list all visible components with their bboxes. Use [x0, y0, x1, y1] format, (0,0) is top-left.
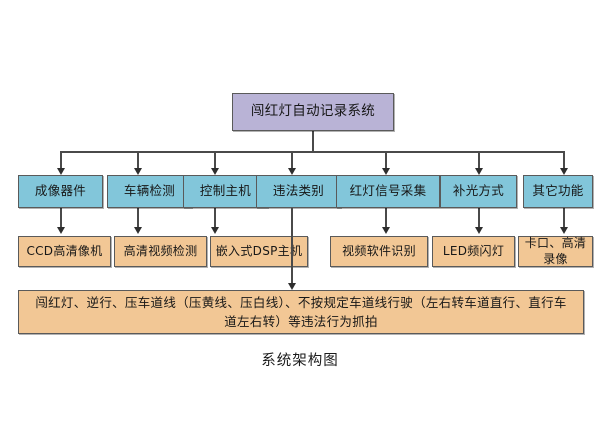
bus-drop-4: [291, 151, 293, 169]
component-box-embedded-dsp-host[interactable]: 嵌入式DSP主机: [210, 236, 308, 267]
violation-category-detail-arrow: [287, 283, 296, 290]
root-node-label: 闯红灯自动记录系统: [250, 103, 376, 120]
module-label-red-light-signal-acquisition: 红灯信号采集: [349, 183, 427, 199]
component-box-video-software-recognition[interactable]: 视频软件识别: [330, 236, 428, 267]
module-box-violation-category[interactable]: 违法类别: [256, 175, 341, 208]
module-label-control-host: 控制主机: [199, 183, 252, 199]
module-to-component-connector-5: [385, 208, 387, 228]
detail-label-violation-capture-list: 闯红灯、逆行、压车道线（压黄线、压白线）、不按规定车道线行驶（左右转车道直行、直…: [35, 294, 567, 329]
module-to-component-connector-7: [563, 208, 565, 228]
bus-arrow-2: [133, 168, 142, 175]
bus-arrow-7: [559, 168, 568, 175]
module-to-component-connector-6: [478, 208, 480, 228]
module-box-other-functions[interactable]: 其它功能: [523, 175, 593, 208]
distribution-bus-connector: [61, 151, 565, 153]
component-label-led-strobe-light: LED频闪灯: [442, 243, 505, 258]
component-label-ccd-hd-camera: CCD高清像机: [26, 243, 103, 258]
bus-drop-7: [563, 151, 565, 169]
detail-box-violation-capture-list[interactable]: 闯红灯、逆行、压车道线（压黄线、压白线）、不按规定车道线行驶（左右转车道直行、直…: [18, 290, 584, 334]
component-arrow-1: [56, 227, 65, 234]
component-box-led-strobe-light[interactable]: LED频闪灯: [432, 236, 515, 267]
module-to-component-connector-2: [137, 208, 139, 228]
bus-arrow-5: [381, 168, 390, 175]
component-label-hd-video-detection: 高清视频检测: [123, 243, 198, 258]
figure-caption: 系统架构图: [261, 353, 339, 369]
bus-drop-1: [60, 151, 62, 169]
module-label-other-functions: 其它功能: [532, 183, 584, 199]
root-node-traffic-light-system[interactable]: 闯红灯自动记录系统: [232, 93, 394, 131]
component-label-checkpoint-hd-recording: 卡口、高清录像: [524, 235, 587, 266]
module-to-component-connector-1: [60, 208, 62, 228]
module-label-fill-light-method: 补光方式: [452, 183, 505, 199]
bus-drop-2: [137, 151, 139, 169]
module-label-vehicle-detection: 车辆检测: [123, 183, 176, 199]
component-label-video-software-recognition: 视频软件识别: [342, 243, 416, 258]
module-box-red-light-signal-acquisition[interactable]: 红灯信号采集: [336, 175, 440, 208]
bus-arrow-1: [56, 168, 65, 175]
module-box-vehicle-detection[interactable]: 车辆检测: [107, 175, 192, 208]
component-arrow-6: [474, 227, 483, 234]
component-arrow-5: [381, 227, 390, 234]
module-label-imaging-device: 成像器件: [34, 183, 87, 199]
module-label-violation-category: 违法类别: [272, 183, 325, 199]
bus-arrow-3: [210, 168, 219, 175]
component-box-ccd-hd-camera[interactable]: CCD高清像机: [18, 236, 111, 267]
component-arrow-2: [133, 227, 142, 234]
module-box-fill-light-method[interactable]: 补光方式: [440, 175, 517, 208]
module-to-component-connector-3: [214, 208, 216, 228]
bus-drop-3: [214, 151, 216, 169]
component-label-embedded-dsp-host: 嵌入式DSP主机: [215, 243, 303, 258]
root-stem-connector: [312, 131, 314, 152]
bus-drop-5: [385, 151, 387, 169]
component-arrow-7: [559, 227, 568, 234]
bus-arrow-6: [474, 168, 483, 175]
component-box-checkpoint-hd-recording[interactable]: 卡口、高清录像: [518, 236, 593, 267]
module-box-imaging-device[interactable]: 成像器件: [18, 175, 103, 208]
component-arrow-3: [210, 227, 219, 234]
module-box-control-host[interactable]: 控制主机: [183, 175, 268, 208]
component-box-hd-video-detection[interactable]: 高清视频检测: [114, 236, 207, 267]
violation-category-to-detail-connector: [291, 208, 293, 284]
bus-arrow-4: [287, 168, 296, 175]
bus-drop-6: [478, 151, 480, 169]
